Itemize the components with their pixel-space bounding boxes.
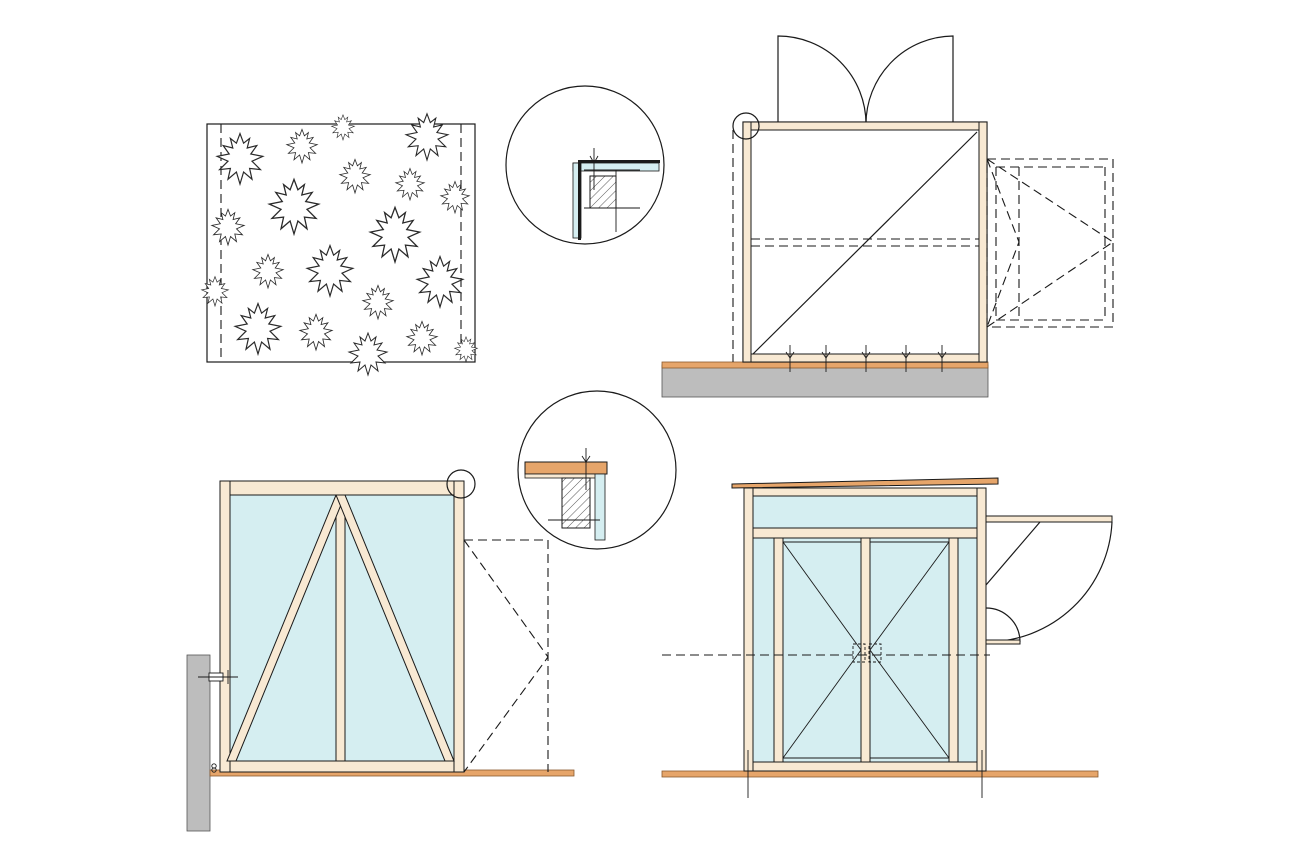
awning-swing-arc: [985, 521, 1113, 643]
flap-fold-lines: [986, 158, 1114, 328]
door-center-stile: [860, 537, 871, 763]
plan-top-beam: [742, 121, 988, 131]
front-right-post: [976, 487, 987, 772]
side-left-post: [219, 480, 231, 773]
plan-ground: [661, 364, 989, 398]
awning-strut: [985, 521, 1041, 586]
plan-detail-marker: [732, 112, 760, 140]
plan-view: [661, 35, 1114, 398]
awning-support: [985, 639, 1021, 645]
plan-bottom-beam: [742, 353, 988, 363]
awning-board: [985, 515, 1113, 523]
door-handle-right[interactable]: [868, 643, 882, 663]
plan-floor-strip: [661, 361, 989, 369]
side-bottom-beam: [219, 760, 465, 773]
awning-small-arc: [985, 607, 1021, 643]
door-swing-left: [777, 35, 867, 125]
corner-detail-top: [505, 85, 665, 245]
corner-detail-bottom: [517, 390, 677, 550]
door-jamb-left: [773, 537, 784, 763]
side-right-post: [453, 480, 465, 773]
flap-outline: [986, 158, 1114, 328]
side-detail-marker: [446, 469, 476, 499]
plan-open-flap: [986, 158, 1114, 328]
side-center-post: [335, 494, 346, 762]
front-door-header: [752, 527, 978, 539]
snowflake-panel: [201, 113, 478, 376]
plan-diagonal-brace: [752, 131, 978, 355]
detail-edge-h: [578, 160, 660, 163]
door-swing-right: [865, 35, 954, 125]
front-top-beam: [743, 487, 987, 497]
side-elevation: [186, 469, 575, 832]
detail-arrow-icon: [589, 155, 599, 164]
front-floor: [661, 770, 1099, 778]
side-wall-post: [186, 654, 211, 832]
front-roof: [731, 477, 999, 489]
front-elevation: [661, 477, 1113, 798]
detail-glass-side-2: [594, 473, 606, 541]
detail-arrow-icon-2: [581, 455, 591, 463]
side-flap-outline: [464, 539, 549, 772]
side-flap-fold: [463, 539, 549, 773]
plan-bolts: [785, 345, 947, 372]
side-brace-right: [335, 494, 455, 762]
front-left-post: [743, 487, 754, 772]
door-jamb-right: [948, 537, 959, 763]
detail-edge-v: [578, 160, 581, 240]
side-top-beam: [219, 480, 465, 496]
front-sill: [752, 761, 978, 772]
detail-roof-board: [524, 461, 608, 475]
plan-left-beam: [742, 121, 752, 363]
detail-roof-lining: [524, 473, 600, 479]
plan-right-beam: [978, 121, 988, 363]
door-handle-left[interactable]: [852, 643, 866, 663]
